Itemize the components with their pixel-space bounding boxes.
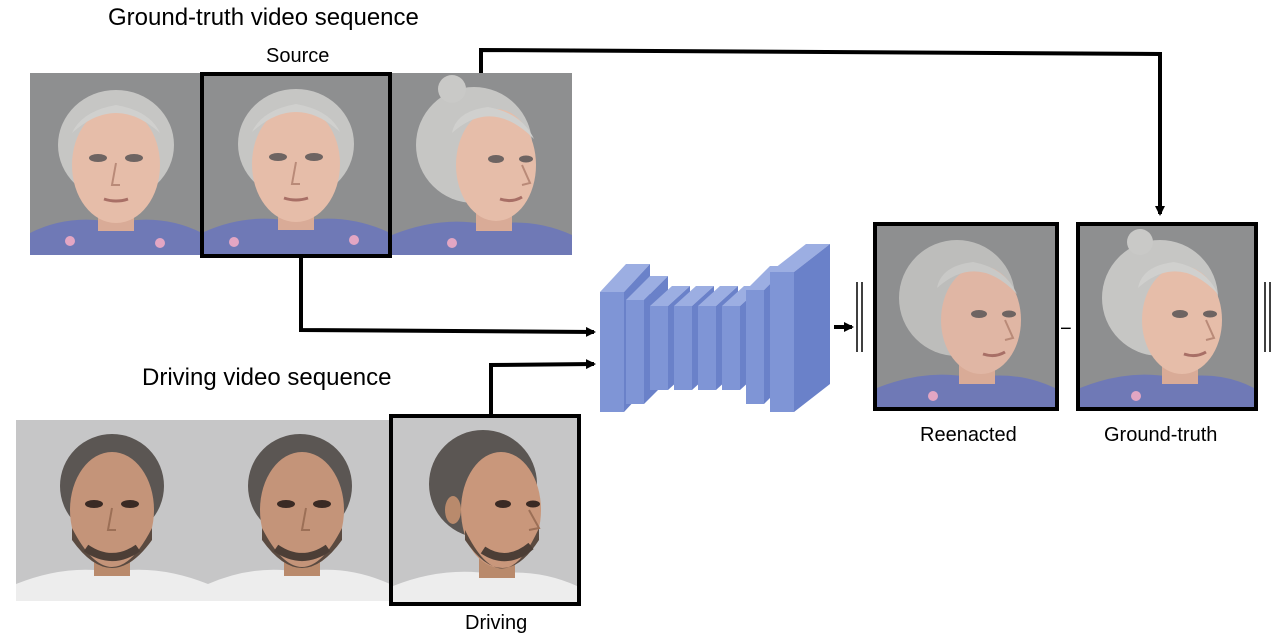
reenacted-face-image	[877, 226, 1055, 407]
encoder-decoder-network-icon	[600, 244, 830, 412]
ground-truth-output-caption: Ground-truth	[1104, 424, 1218, 446]
bearded-man-frontal-image	[16, 420, 208, 601]
arrow-gt-to-target	[479, 47, 1165, 216]
ground-truth-output-frame	[1076, 222, 1258, 411]
norm-bars-right	[1264, 282, 1271, 352]
minus-sign: −	[1060, 318, 1072, 340]
reenacted-output-frame	[873, 222, 1059, 411]
gt-frame-2-source	[200, 72, 392, 258]
elderly-woman-turned-image	[392, 73, 572, 255]
source-caption: Source	[266, 45, 330, 67]
network-slab-8	[770, 244, 830, 412]
bearded-man-frontal-image-2	[208, 420, 390, 601]
elderly-woman-source-image	[204, 76, 388, 254]
driving-caption: Driving	[465, 612, 528, 634]
reenacted-caption: Reenacted	[920, 424, 1017, 446]
norm-bars-left	[856, 282, 863, 352]
gt-frame-1	[30, 73, 202, 255]
bearded-man-driving-image	[393, 418, 577, 602]
drv-frame-2	[208, 420, 390, 601]
ground-truth-face-image	[1080, 226, 1254, 407]
drv-frame-3-driving	[389, 414, 581, 606]
elderly-woman-frontal-image	[30, 73, 202, 255]
arrow-driving-to-network	[489, 359, 596, 414]
arrow-source-to-network	[299, 258, 596, 337]
drv-frame-1	[16, 420, 208, 601]
gt-frame-3	[392, 73, 572, 255]
ground-truth-sequence-title: Ground-truth video sequence	[108, 4, 419, 31]
driving-sequence-title: Driving video sequence	[142, 364, 392, 391]
